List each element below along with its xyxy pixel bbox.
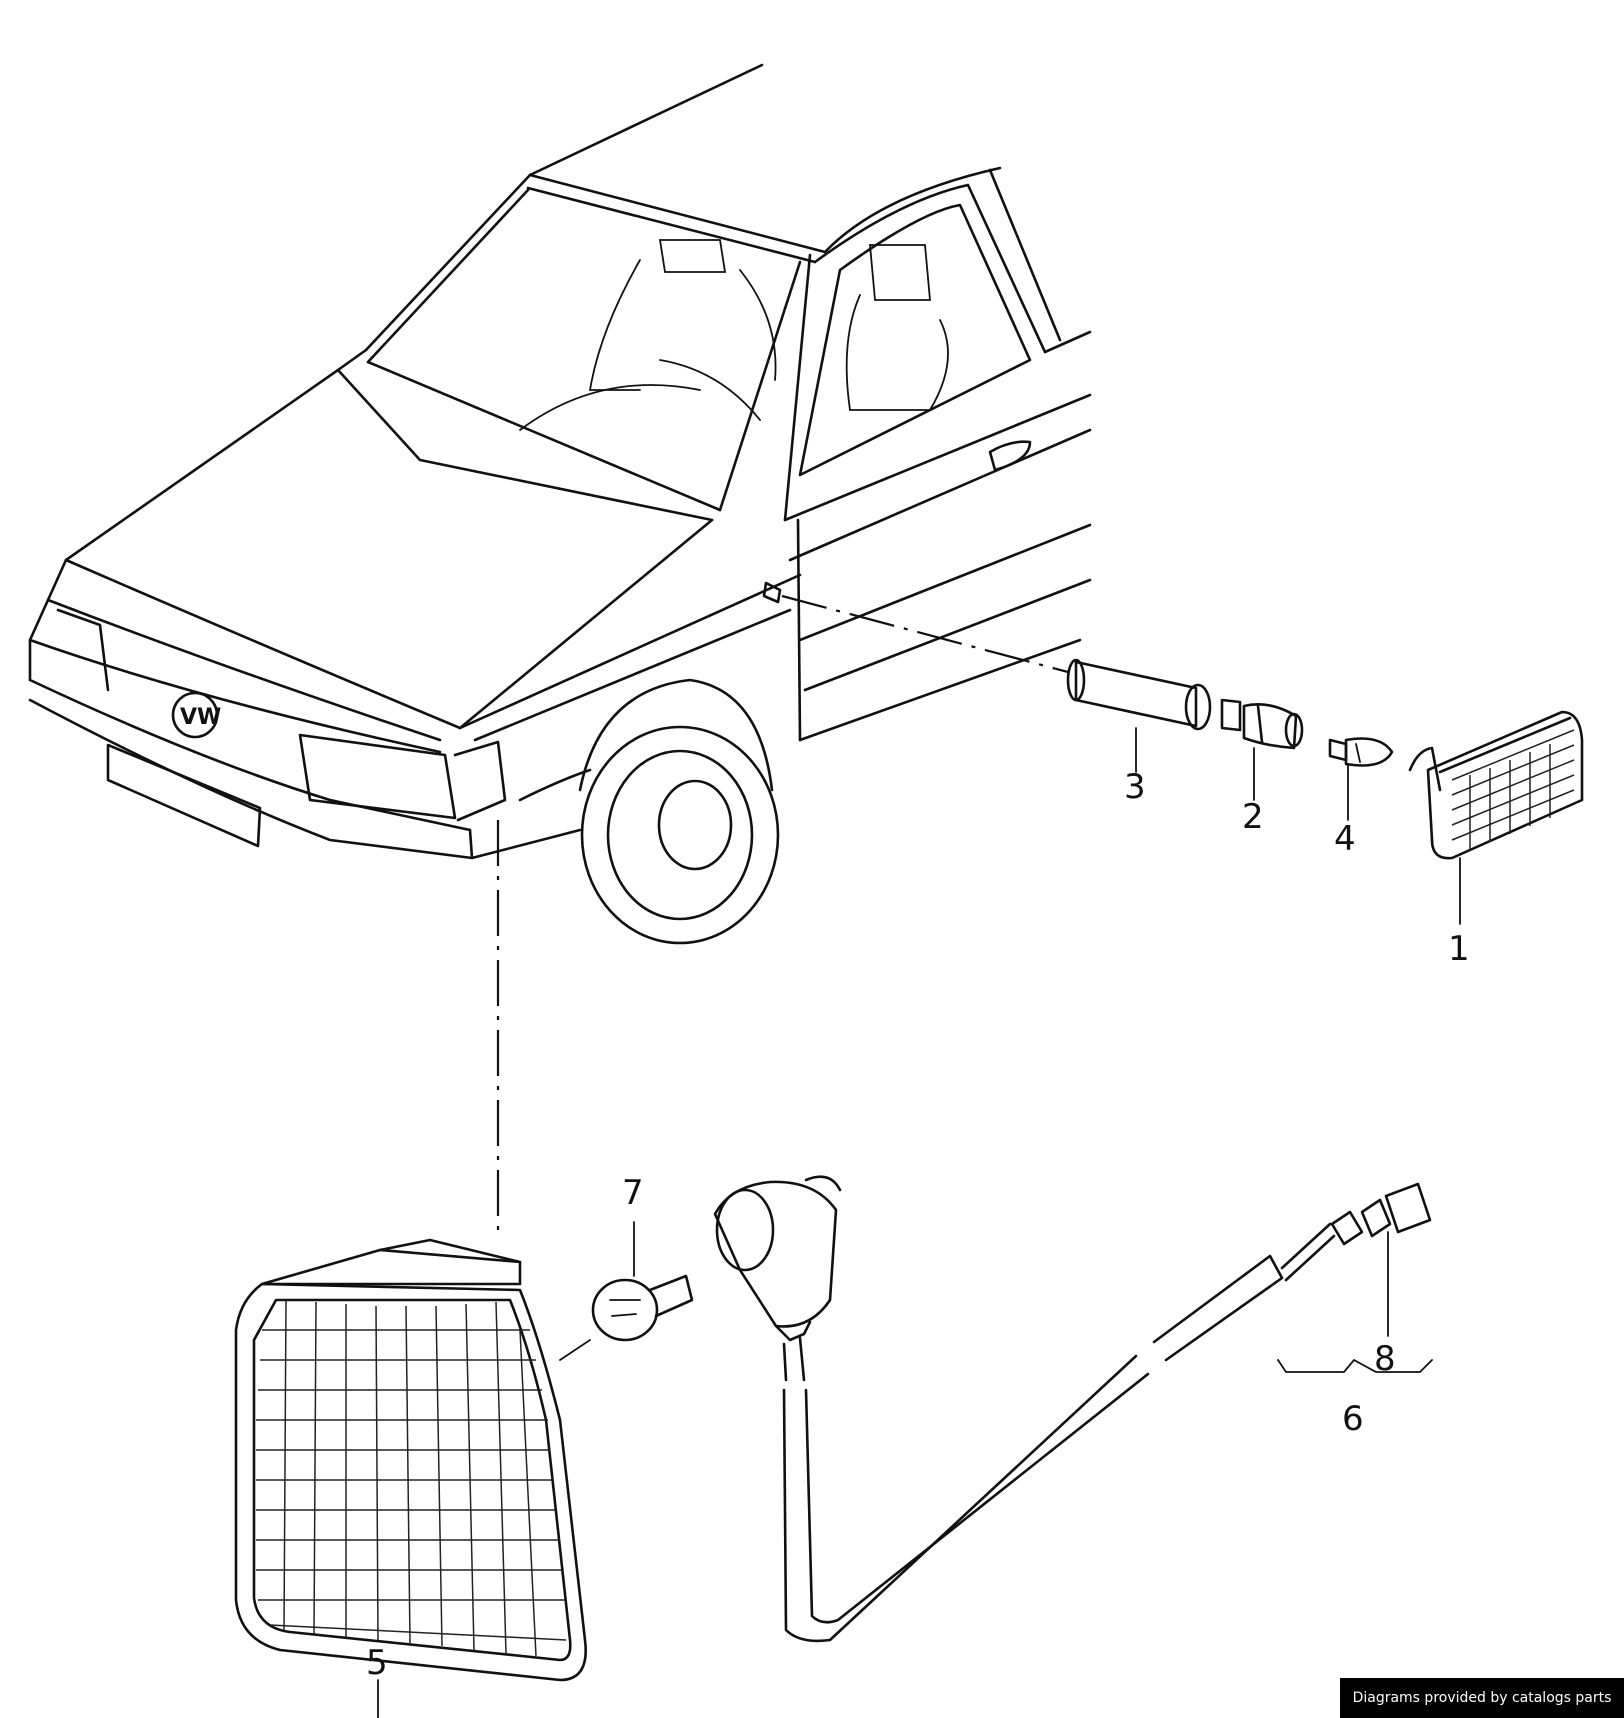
callout-5: 5: [366, 1643, 388, 1683]
callout-8: 8: [1374, 1339, 1396, 1379]
callout-3: 3: [1124, 767, 1146, 807]
part-7-bulb: [591, 1274, 694, 1342]
callout-7: 7: [622, 1173, 644, 1213]
callout-labels: 3 2 4 1 7 8 6 5: [366, 767, 1470, 1683]
part-2-socket: [1220, 698, 1304, 750]
part-3-sleeve: [1066, 658, 1212, 731]
vw-logo-text: VW: [180, 705, 221, 730]
callout-2: 2: [1242, 797, 1264, 837]
callout-6: 6: [1342, 1399, 1364, 1439]
attribution-footer: Diagrams provided by catalogs parts: [1340, 1678, 1624, 1718]
turn-signal-assembly: [234, 820, 1433, 1718]
side-marker-assembly: [781, 594, 1584, 925]
callout-1: 1: [1448, 929, 1470, 969]
part-5-lens: [234, 1238, 591, 1682]
part-4-bulb: [1328, 737, 1394, 767]
part-6-harness: [713, 1175, 1432, 1643]
part-1-side-marker: [1408, 710, 1584, 860]
callout-4: 4: [1334, 819, 1356, 859]
car-illustration: VW: [28, 63, 1092, 945]
attribution-text: Diagrams provided by catalogs parts: [1352, 1690, 1612, 1706]
